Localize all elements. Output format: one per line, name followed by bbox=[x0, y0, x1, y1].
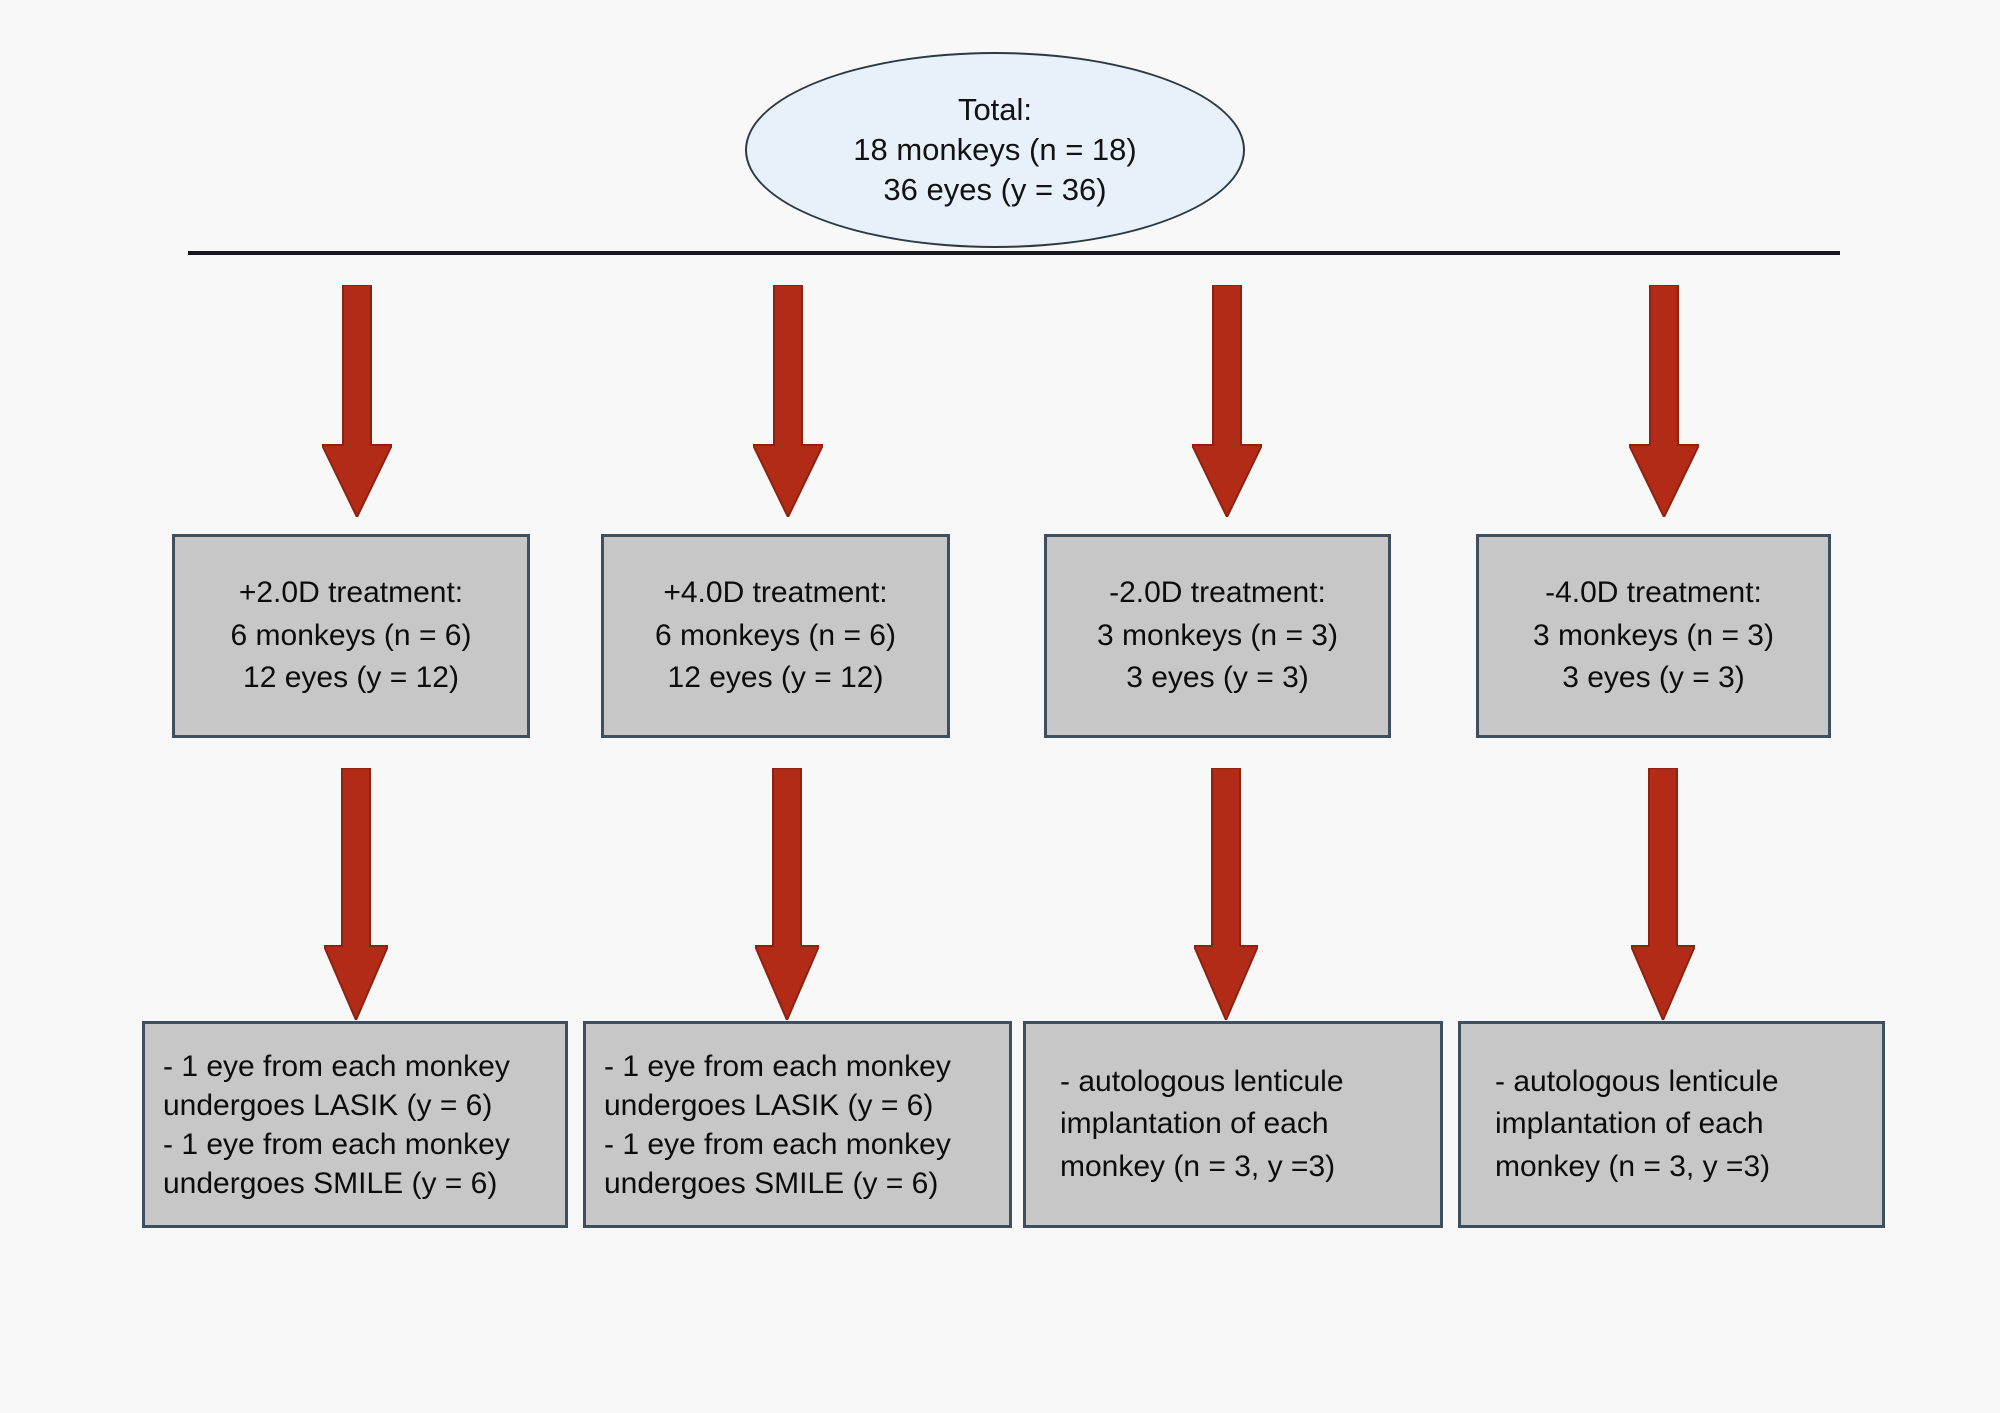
total-cohort-line-2: 18 monkeys (n = 18) bbox=[853, 131, 1137, 167]
treatment-minus-4d-line-2: 3 monkeys (n = 3) bbox=[1533, 618, 1774, 652]
arrow-down-to-treatment-minus-4d bbox=[1629, 285, 1699, 517]
procedure-minus-2d-line-1: - autologous lenticule bbox=[1060, 1064, 1344, 1098]
arrow-down-to-procedure-minus-2d bbox=[1194, 768, 1258, 1020]
treatment-minus-2d-line-2: 3 monkeys (n = 3) bbox=[1097, 618, 1338, 652]
node-treatment-plus-4d: +4.0D treatment: 6 monkeys (n = 6) 12 ey… bbox=[601, 534, 950, 738]
procedure-plus-4d-line-2: undergoes LASIK (y = 6) bbox=[604, 1088, 934, 1122]
treatment-minus-4d-line-1: -4.0D treatment: bbox=[1545, 576, 1762, 610]
procedure-plus-2d-line-2: undergoes LASIK (y = 6) bbox=[163, 1088, 493, 1122]
procedure-plus-4d-line-3: - 1 eye from each monkey bbox=[604, 1127, 951, 1161]
node-treatment-minus-4d: -4.0D treatment: 3 monkeys (n = 3) 3 eye… bbox=[1476, 534, 1831, 738]
arrow-down-to-procedure-minus-4d bbox=[1631, 768, 1695, 1020]
distribution-bus-line bbox=[188, 251, 1840, 255]
treatment-minus-4d-line-3: 3 eyes (y = 3) bbox=[1562, 661, 1745, 695]
total-cohort-line-3: 36 eyes (y = 36) bbox=[883, 172, 1107, 208]
treatment-plus-2d-line-3: 12 eyes (y = 12) bbox=[243, 661, 459, 695]
treatment-plus-4d-line-1: +4.0D treatment: bbox=[663, 576, 888, 610]
procedure-plus-4d-line-4: undergoes SMILE (y = 6) bbox=[604, 1166, 939, 1200]
node-treatment-plus-2d: +2.0D treatment: 6 monkeys (n = 6) 12 ey… bbox=[172, 534, 530, 738]
procedure-plus-4d-line-1: - 1 eye from each monkey bbox=[604, 1049, 951, 1083]
arrow-down-to-procedure-plus-2d bbox=[324, 768, 388, 1020]
arrow-down-to-procedure-plus-4d bbox=[755, 768, 819, 1020]
treatment-plus-2d-line-1: +2.0D treatment: bbox=[238, 576, 464, 610]
procedure-minus-2d-line-2: implantation of each bbox=[1060, 1107, 1329, 1141]
arrow-down-to-treatment-minus-2d bbox=[1192, 285, 1262, 517]
procedure-minus-4d-line-1: - autologous lenticule bbox=[1495, 1064, 1779, 1098]
treatment-minus-2d-line-3: 3 eyes (y = 3) bbox=[1126, 661, 1309, 695]
treatment-plus-2d-line-2: 6 monkeys (n = 6) bbox=[230, 618, 472, 652]
procedure-plus-2d-line-1: - 1 eye from each monkey bbox=[163, 1049, 510, 1083]
node-procedure-minus-2d: - autologous lenticule implantation of e… bbox=[1023, 1021, 1443, 1228]
total-cohort-line-1: Total: bbox=[957, 91, 1033, 127]
treatment-minus-2d-line-1: -2.0D treatment: bbox=[1109, 576, 1326, 610]
procedure-plus-2d-line-3: - 1 eye from each monkey bbox=[163, 1127, 510, 1161]
node-procedure-plus-2d: - 1 eye from each monkey undergoes LASIK… bbox=[142, 1021, 568, 1228]
node-procedure-plus-4d: - 1 eye from each monkey undergoes LASIK… bbox=[583, 1021, 1012, 1228]
arrow-down-to-treatment-plus-2d bbox=[322, 285, 392, 517]
node-procedure-minus-4d: - autologous lenticule implantation of e… bbox=[1458, 1021, 1885, 1228]
node-total-cohort: Total: 18 monkeys (n = 18) 36 eyes (y = … bbox=[745, 52, 1245, 248]
procedure-minus-4d-line-3: monkey (n = 3, y =3) bbox=[1495, 1149, 1771, 1183]
procedure-minus-2d-line-3: monkey (n = 3, y =3) bbox=[1060, 1149, 1336, 1183]
node-treatment-minus-2d: -2.0D treatment: 3 monkeys (n = 3) 3 eye… bbox=[1044, 534, 1391, 738]
procedure-plus-2d-line-4: undergoes SMILE (y = 6) bbox=[163, 1166, 498, 1200]
treatment-plus-4d-line-3: 12 eyes (y = 12) bbox=[667, 661, 884, 695]
treatment-plus-4d-line-2: 6 monkeys (n = 6) bbox=[655, 618, 896, 652]
arrow-down-to-treatment-plus-4d bbox=[753, 285, 823, 517]
procedure-minus-4d-line-2: implantation of each bbox=[1495, 1107, 1764, 1141]
